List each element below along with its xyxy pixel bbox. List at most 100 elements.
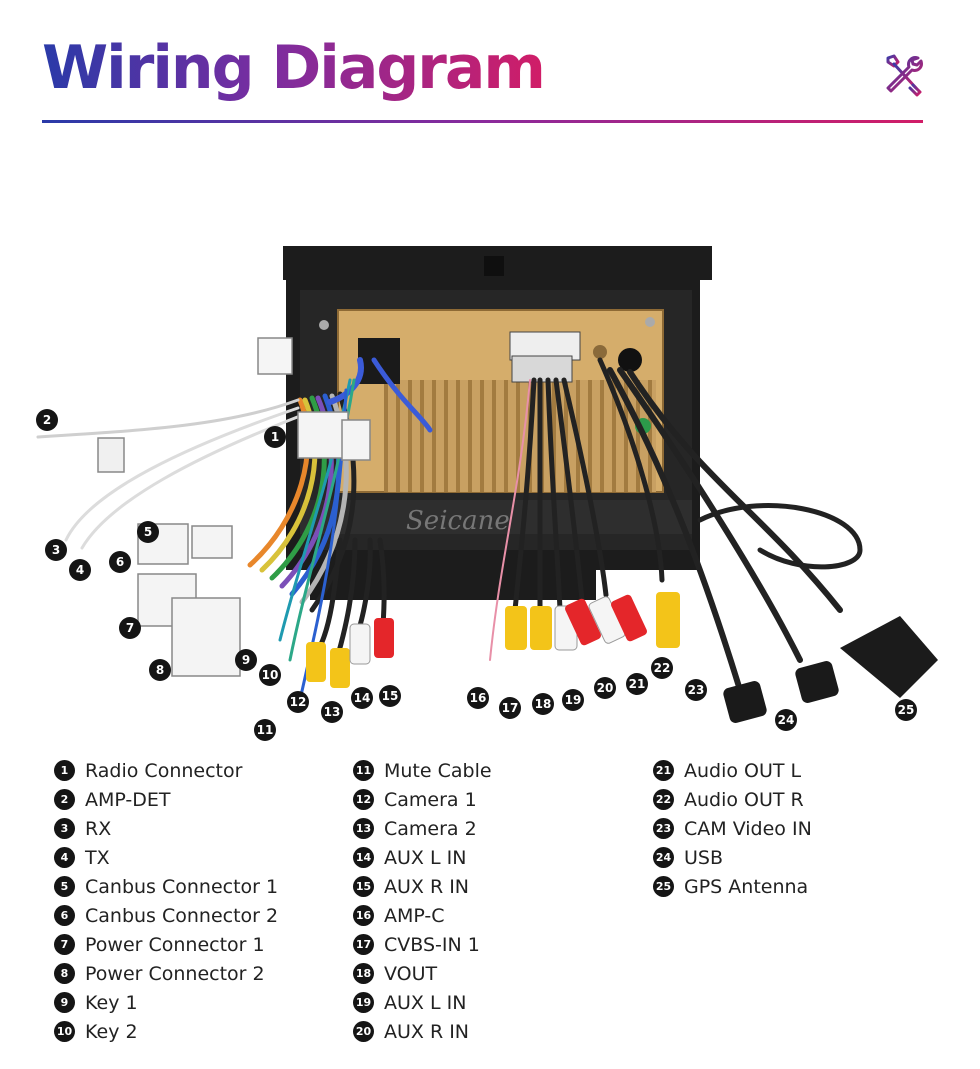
legend-number-badge: 25 (653, 876, 674, 897)
legend-label: Key 2 (85, 1020, 138, 1043)
legend-number-badge: 16 (353, 905, 374, 926)
callout-marker: 13 (321, 701, 343, 723)
legend-number-badge: 20 (353, 1021, 374, 1042)
callout-number: 3 (52, 543, 60, 557)
legend-label: AMP-C (384, 904, 445, 927)
callout-marker: 8 (149, 659, 171, 681)
callout-number: 12 (290, 695, 307, 709)
legend-label: USB (684, 846, 724, 869)
callout-number: 15 (382, 689, 399, 703)
callout-marker: 12 (287, 691, 309, 713)
legend-number-badge: 8 (54, 963, 75, 984)
callout-number: 14 (354, 691, 371, 705)
legend-label: AMP-DET (85, 788, 171, 811)
legend-number-badge: 17 (353, 934, 374, 955)
legend-label: TX (85, 846, 110, 869)
callout-number: 17 (502, 701, 519, 715)
title-divider (42, 120, 923, 123)
legend-number-badge: 18 (353, 963, 374, 984)
callout-number: 20 (597, 681, 614, 695)
legend-number-badge: 23 (653, 818, 674, 839)
legend-number-badge: 6 (54, 905, 75, 926)
legend-number-badge: 19 (353, 992, 374, 1013)
legend-number-badge: 10 (54, 1021, 75, 1042)
legend-label: CAM Video IN (684, 817, 812, 840)
legend-number-badge: 14 (353, 847, 374, 868)
legend-label: GPS Antenna (684, 875, 809, 898)
wires-right (489, 357, 863, 693)
callout-number: 10 (262, 668, 279, 682)
legend-item: 16 AMP-C (353, 901, 492, 930)
legend-label: Radio Connector (85, 759, 243, 782)
callout-number: 4 (76, 563, 84, 577)
callout-marker: 22 (651, 657, 673, 679)
usb-plugs (723, 661, 839, 723)
legend-number-badge: 9 (54, 992, 75, 1013)
legend-item: 6 Canbus Connector 2 (54, 901, 278, 930)
callout-number: 6 (116, 555, 124, 569)
callout-marker: 2 (36, 409, 58, 431)
callout-number: 1 (271, 430, 279, 444)
legend-label: Canbus Connector 2 (85, 904, 279, 927)
legend-item: 21 Audio OUT L (653, 756, 812, 785)
callout-number: 24 (778, 713, 795, 727)
legend-item: 25 GPS Antenna (653, 872, 812, 901)
callout-marker: 9 (235, 649, 257, 671)
callout-number: 8 (156, 663, 164, 677)
legend-item: 1 Radio Connector (54, 756, 278, 785)
legend-number-badge: 22 (653, 789, 674, 810)
callout-number: 5 (144, 525, 152, 539)
callout-number: 25 (898, 703, 915, 717)
callout-marker: 15 (379, 685, 401, 707)
legend-label: Audio OUT R (684, 788, 804, 811)
legend-label: AUX R IN (384, 1020, 470, 1043)
legend-label: CVBS-IN 1 (384, 933, 480, 956)
callout-number: 22 (654, 661, 671, 675)
legend-number-badge: 2 (54, 789, 75, 810)
callout-number: 7 (126, 621, 134, 635)
wiring-diagram: Seicane (36, 246, 938, 741)
legend-column: 21 Audio OUT L 22 Audio OUT R 23 CAM Video IN… (653, 756, 812, 901)
page-title: Wiring Diagram (42, 30, 546, 106)
legend-item: 22 Audio OUT R (653, 785, 812, 814)
callout-number: 9 (242, 653, 250, 667)
callout-number: 18 (535, 697, 552, 711)
legend-item: 23 CAM Video IN (653, 814, 812, 843)
callout-marker: 23 (685, 679, 707, 701)
callout-number: 21 (629, 677, 646, 691)
callout-marker: 19 (562, 689, 584, 711)
legend-label: Key 1 (85, 991, 138, 1014)
legend-label: Power Connector 1 (85, 933, 265, 956)
callout-marker: 24 (775, 709, 797, 731)
legend-item: 2 AMP-DET (54, 785, 278, 814)
legend-label: Audio OUT L (684, 759, 802, 782)
gps-antenna (840, 616, 938, 698)
legend-number-badge: 21 (653, 760, 674, 781)
callout-marker: 3 (45, 539, 67, 561)
legend-item: 9 Key 1 (54, 988, 278, 1017)
legend-item: 17 CVBS-IN 1 (353, 930, 492, 959)
callout-number: 16 (470, 691, 487, 705)
tools-icon (886, 54, 923, 97)
legend-label: RX (85, 817, 112, 840)
legend-number-badge: 1 (54, 760, 75, 781)
callout-number: 23 (688, 683, 705, 697)
connectors (97, 337, 371, 677)
legend-label: VOUT (384, 962, 438, 985)
legend-label: AUX L IN (384, 991, 467, 1014)
callout-number: 11 (257, 723, 274, 737)
legend-number-badge: 12 (353, 789, 374, 810)
callout-marker: 17 (499, 697, 521, 719)
